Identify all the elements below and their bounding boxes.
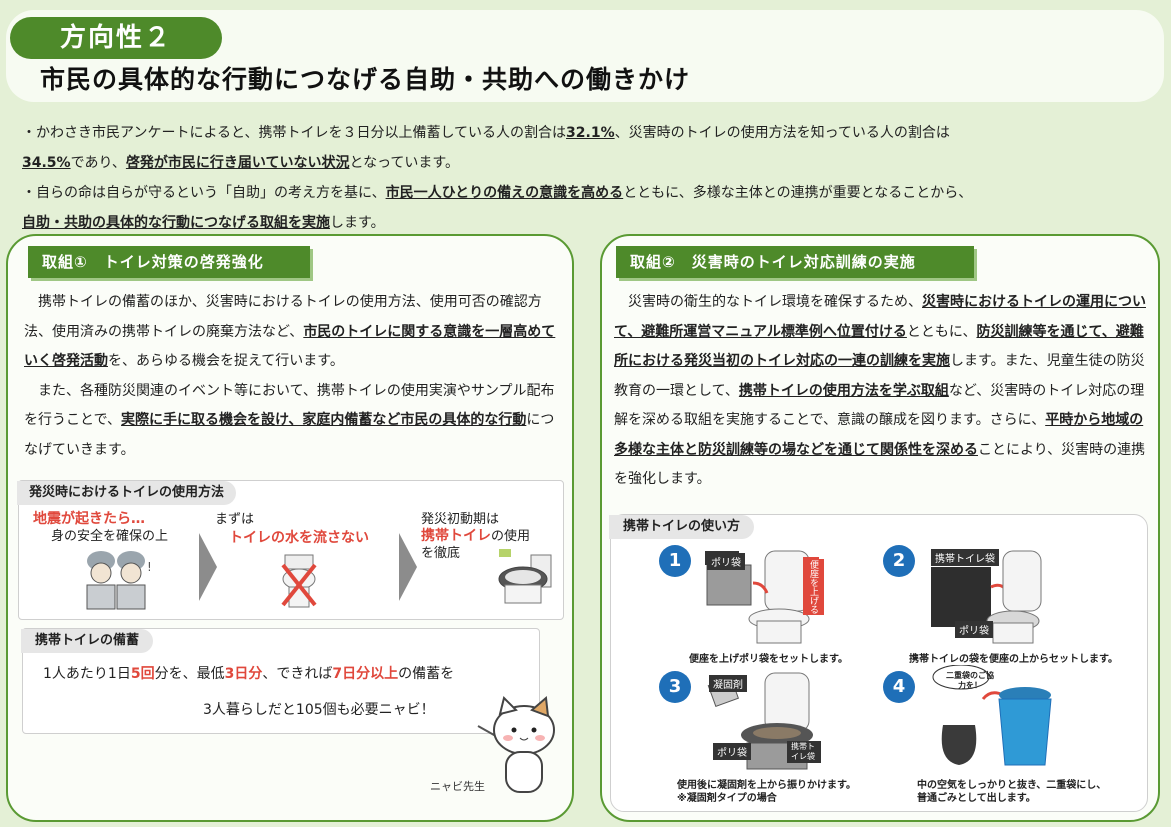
stock-emphasis: 7日分以上 [332,666,399,682]
intro-paragraph-2: ・自らの命は自らが守るという「自助」の考え方を基に、市民一人ひとりの備えの意識を… [22,178,1152,238]
step-3-alert: 携帯トイレ [421,528,491,544]
intro-text-segment: 、災害時のトイレの使用方法を知っている人の割合は [614,125,950,141]
stockpile-box: 携帯トイレの備蓄 1人あたり1日5回分を、最低3日分、できれば7日分以上の備蓄を… [21,628,540,734]
step-4-illustration [932,665,1052,766]
portable-toilet-howto-box: 携帯トイレの使い方 1 ポリ袋 便座を上げる 便座を上げポリ袋をセットします。 … [609,514,1148,812]
portable-toilet-illustration [498,549,552,604]
body-emphasis: 平時から地域の多様な主体と防災訓練等の場などを通じて関係性を深める [614,412,1144,458]
body-text: します。また、児童生徒の防災教育の一環として、 [614,353,1145,399]
stat-usage-knowledge-rate: 34.5% [22,155,71,171]
intro-emphasis: 啓発が市民に行き届いていない状況 [125,155,350,171]
initiative-2-body: 災害時の衛生的なトイレ環境を確保するため、災害時におけるトイレの運用について、避… [614,288,1146,495]
step-3-caption-line: 使用後に凝固剤を上から振りかけます。 [677,780,856,791]
intro-text: ・かわさき市民アンケートによると、携帯トイレを３日分以上備蓄している人の割合は3… [22,118,1152,238]
howto-box-title: 携帯トイレの使い方 [609,515,755,539]
step-4-caption-line: 普通ごみとして出します。 [917,793,1036,804]
label-portable-bag: 携帯トイレ袋 [931,549,999,566]
step-3-text: の使用 [491,529,531,544]
label-double-bag: 二重袋のご協力を！ [946,671,994,690]
disaster-toilet-usage-box: 発災時におけるトイレの使用方法 地震が起きたら… 身の安全を確保の上 ! まずは… [17,480,564,620]
usage-step-2: まずは トイレの水を流さない [215,511,369,547]
step-4-caption: 中の空気をしっかりと抜き、二重袋にし、 普通ごみとして出します。 [917,779,1106,805]
intro-text-segment: となっています。 [349,155,459,171]
body-text: を、あらゆる機会を捉えて行います。 [108,353,344,369]
step-3-text: を徹底 [421,546,461,561]
usage-box-title: 発災時におけるトイレの使用方法 [17,481,237,505]
label-coagulant: 凝固剤 [709,675,747,692]
body-emphasis: 防災訓練等を通じて、避難所における発災当初のトイレ対応の一連の訓練を実施 [614,323,1144,370]
intro-text-segment: します。 [330,215,385,231]
step-2-illustration [931,550,1042,644]
stockpile-box-title: 携帯トイレの備蓄 [21,629,154,653]
step-4-caption-line: 中の空気をしっかりと抜き、二重袋にし、 [917,780,1107,791]
stat-stockpile-rate: 32.1% [566,125,615,141]
step-2-caption: 携帯トイレの袋を便座の上からセットします。 [909,654,1118,665]
page-title: 市民の具体的な行動につなげる自助・共助への働きかけ [40,65,691,94]
stock-emphasis: 3日分 [224,666,263,682]
arrow-chevron-1 [199,533,217,601]
step-1-alert: 地震が起きたら… [33,511,145,527]
svg-text:!: ! [147,560,152,574]
intro-text-segment: とともに、多様な主体との連携が重要となることから、 [623,185,973,201]
initiative-2-heading: 取組② 災害時のトイレ対応訓練の実施 [616,246,974,278]
stock-emphasis: 5回 [130,666,155,682]
stockpile-example: 3人暮らしだと105個も必要ニャビ！ [203,702,435,718]
usage-step-3: 発災初動期は 携帯トイレの使用 を徹底 [421,511,530,562]
label-poly-bag-3: ポリ袋 [713,743,751,760]
step-number-1: 1 [659,545,691,577]
step-2-alert: トイレの水を流さない [229,530,369,546]
intro-paragraph-1: ・かわさき市民アンケートによると、携帯トイレを３日分以上備蓄している人の割合は3… [22,118,1152,178]
body-emphasis: 実際に手に取る機会を設け、家庭内備蓄など市民の具体的な行動 [121,412,527,428]
step-1-text: 身の安全を確保の上 [51,529,169,544]
intro-text-segment: ・自らの命は自らが守るという「自助」の考え方を基に、 [22,185,386,201]
usage-step-1: 地震が起きたら… 身の安全を確保の上 [33,511,168,545]
body-text: など、災害時のトイレ対応の理解を深める取組を実施することで、意識の醸成を図ります… [614,382,1145,429]
body-text: とともに、 [906,323,977,340]
initiative-1-body: 携帯トイレの備蓄のほか、災害時におけるトイレの使用方法、使用可否の確認方法、使用… [24,288,558,465]
step-3-head: 発災初動期は [421,512,500,527]
body-text: 災害時の衛生的なトイレ環境を確保するため、 [614,294,922,310]
stock-text: 分を、最低 [154,666,225,682]
cat-mascot-illustration [477,696,555,793]
stock-text: の備蓄を [398,666,455,682]
body-text: 携帯トイレの備蓄のほか、災害時におけるトイレの使用方法、使用可否の確認方法、使用… [24,294,542,340]
step-3-caption-note: ※凝固剤タイプの場合 [677,793,777,804]
intro-text-segment: であり、 [70,155,126,171]
no-flush-toilet-icon [281,554,317,608]
mascot-name: ニャビ先生 [430,780,485,793]
arrow-chevron-2 [399,533,417,601]
label-raise-seat: 便座を上げる [803,559,824,615]
label-poly-bag-2: ポリ袋 [955,621,993,638]
body-emphasis: 災害時におけるトイレの運用について、避難所運営マニュアル標準例へ位置付ける [614,294,1146,340]
step-number-3: 3 [659,671,691,703]
stockpile-guideline: 1人あたり1日5回分を、最低3日分、できれば7日分以上の備蓄を [43,663,454,683]
step-3-caption: 使用後に凝固剤を上から振りかけます。 ※凝固剤タイプの場合 [677,779,856,805]
step-1-illustration [705,550,819,644]
label-poly-bag: ポリ袋 [707,553,745,570]
intro-text-segment: ・かわさき市民アンケートによると、携帯トイレを３日分以上備蓄している人の割合は [22,125,567,141]
body-text: につなげていきます。 [24,412,555,458]
intro-emphasis: 自助・共助の具体的な行動につなげる取組を実施 [22,215,330,231]
step-number-2: 2 [883,545,915,577]
stock-text: 、できれば [262,666,333,682]
initiative-1-heading: 取組① トイレ対策の啓発強化 [28,246,310,278]
step-1-caption: 便座を上げポリ袋をセットします。 [689,654,848,665]
direction-badge: 方向性２ [10,17,222,59]
body-emphasis: 市民のトイレに関する意識を一層高めていく啓発活動 [24,323,556,370]
body-text: ことにより、災害時の連携を強化します。 [614,441,1146,488]
intro-emphasis: 市民一人ひとりの備えの意識を高める [385,185,624,201]
body-emphasis: 携帯トイレの使用方法を学ぶ取組 [738,382,949,399]
label-portable-bag-2: 携帯トイレ袋 [787,741,821,763]
stock-text: 1人あたり1日 [43,666,131,682]
workers-illustration: ! [86,551,152,610]
step-number-4: 4 [883,671,915,703]
step-2-head: まずは [215,512,255,527]
body-text: また、各種防災関連のイベント等において、携帯トイレの使用実演やサンプル配布を行う… [24,382,555,429]
